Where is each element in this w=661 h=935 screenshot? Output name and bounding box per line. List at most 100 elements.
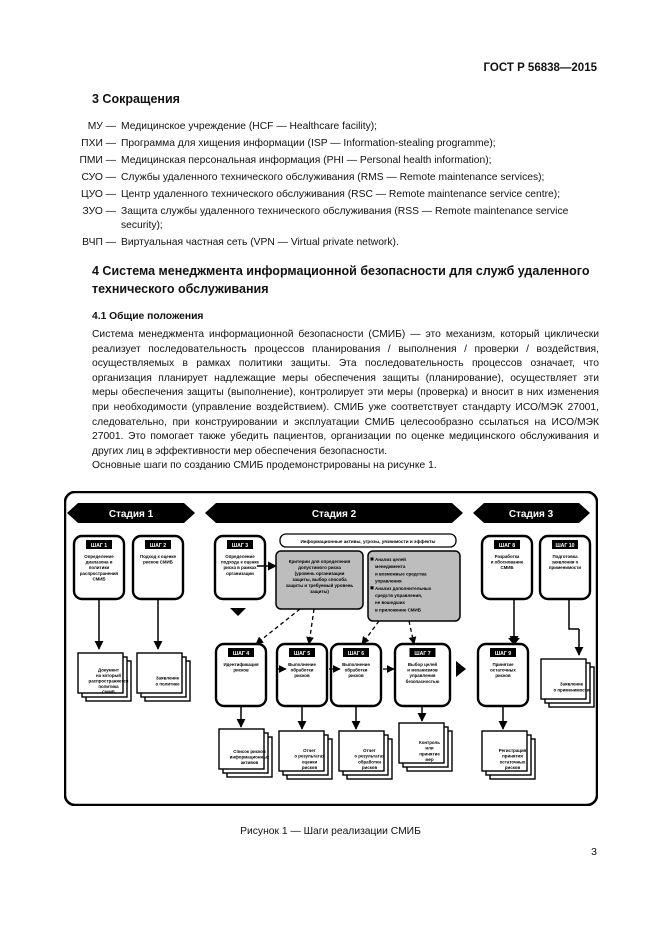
step-text: организации	[226, 571, 254, 576]
abbreviation-definition: Службы удаленного технического обслужива…	[121, 172, 545, 183]
stage-2-banner	[205, 503, 463, 523]
step-text: Подготовка	[552, 554, 578, 559]
step-text: применимости	[549, 565, 581, 570]
document-text: Список рисков	[233, 749, 266, 754]
paragraph-2: Основные шаги по созданию СМИБ продемонс…	[92, 460, 437, 472]
document-text: о результатах	[354, 754, 385, 759]
document-text: Регистрация	[499, 748, 527, 753]
criteria-text: защиты, выбор способа	[292, 576, 347, 582]
abbreviation-item: МУ —Медицинское учреждение (HCF — Health…	[60, 120, 606, 134]
criteria-text: допустимого риска	[298, 565, 341, 570]
bullet-icon	[370, 557, 374, 561]
step-box	[480, 534, 534, 601]
abbreviations-list: МУ —Медицинское учреждение (HCF — Health…	[60, 120, 606, 253]
abbreviation-term: ВЧП —	[82, 237, 116, 248]
step-label-bg	[145, 540, 171, 549]
document-text: Заявление	[560, 682, 584, 687]
document-text: остаточных	[500, 759, 526, 764]
controls-analysis-box	[367, 550, 461, 622]
document-text: оценки	[302, 759, 318, 764]
right-arrow-head	[456, 661, 466, 677]
document-text: рисков	[505, 765, 521, 770]
controls-analysis-text: Анализ целей	[375, 556, 406, 562]
step-text: Выбор целей	[408, 662, 438, 667]
abbreviation-term: ЗУО —	[82, 206, 116, 217]
stage-1-label: Стадия 1	[109, 509, 154, 520]
document-text: политика	[98, 684, 119, 689]
step-text: диапазона и	[86, 560, 113, 565]
document-text: Контроль	[419, 740, 440, 745]
document-text: рисков	[302, 765, 318, 770]
abbreviation-item: СУО — Службы удаленного технического обсл…	[60, 171, 606, 185]
step-label: ШАГ 7	[414, 651, 430, 657]
document-text: СМИБ	[102, 690, 115, 695]
step-text: обработки	[345, 668, 368, 673]
document-sheet	[481, 730, 528, 772]
down-arrow-head	[230, 608, 246, 616]
step-label-bg	[490, 648, 516, 657]
stage-3-banner	[473, 503, 590, 523]
step-text: СМИБ	[500, 565, 513, 570]
step-text: и обоснование	[491, 560, 524, 565]
document-text: о политике	[155, 681, 180, 686]
step-text: Принятие	[492, 662, 514, 667]
step-text: остаточных	[490, 668, 516, 673]
step-text: рисков	[495, 673, 511, 678]
step-label: ШАГ 10	[555, 543, 574, 549]
controls-analysis-text: управления	[375, 579, 402, 584]
document-sheet	[398, 722, 445, 764]
document-text: Отчет	[363, 748, 376, 753]
abbreviation-term: ПХИ —	[81, 138, 116, 149]
step-text: рисков	[233, 668, 249, 673]
step-label: ШАГ 9	[495, 651, 511, 657]
step-text: управления	[410, 673, 436, 678]
document-text: Отчет	[303, 748, 316, 753]
criteria-text: защиты и требуемый уровень	[286, 582, 354, 588]
step-label: ШАГ 2	[150, 543, 166, 549]
step-label: ШАГ 3	[232, 543, 248, 549]
document-text: активов	[241, 760, 259, 765]
step-label-bg	[289, 648, 315, 657]
abbreviation-definition: Медицинская персональная информация (PHI…	[121, 155, 492, 166]
abbreviation-item: ВЧП —Виртуальная частная сеть (VPN — Vir…	[60, 236, 606, 250]
step-label-bg	[343, 648, 369, 657]
step-label-bg	[228, 648, 254, 657]
controls-analysis-text: менеджмента	[375, 564, 406, 569]
step-text: рисков	[348, 673, 364, 678]
stage3-down-arrow	[508, 638, 520, 645]
document-sheet	[278, 730, 325, 772]
criteria-text: (уровень организации	[295, 571, 345, 576]
bullet-icon	[370, 586, 374, 590]
document-text: информационных	[230, 755, 270, 760]
info-assets-label: Информационные активы, угрозы, уязвимост…	[301, 538, 436, 544]
step-text: политики	[89, 565, 110, 570]
stage-3-label: Стадия 3	[509, 509, 554, 520]
step-text: распространения	[80, 571, 119, 576]
step-label-bg	[552, 540, 578, 549]
document-text: распространяется	[89, 679, 129, 684]
step-text: Определение	[84, 554, 114, 559]
step-text: рисков СМИБ	[143, 560, 173, 565]
document-text: обработки	[358, 759, 381, 764]
body-text: Система менеджмента информационной безоп…	[92, 328, 599, 474]
figure-caption: Рисунок 1 — Шаги реализации СМИБ	[240, 826, 421, 837]
step-text: Разработка	[495, 554, 520, 559]
step-label: ШАГ 5	[294, 651, 310, 657]
paragraph-1: Система менеджмента информационной безоп…	[92, 329, 599, 457]
step-text: и механизмов	[407, 668, 438, 673]
document-text: рисков	[362, 765, 378, 770]
abbreviation-definition: Медицинское учреждение (HCF — Healthcare…	[121, 121, 378, 132]
step-label: ШАГ 8	[499, 543, 515, 549]
step-label: ШАГ 4	[233, 651, 249, 657]
document-sheet	[338, 730, 385, 772]
document-sheet	[77, 652, 124, 694]
abbreviation-term: СУО —	[81, 172, 116, 183]
abbreviation-item: ПМИ —Медицинская персональная информация…	[60, 154, 606, 168]
document-sheet	[540, 658, 587, 700]
step-text: Выполнение	[288, 662, 316, 667]
step-label-bg	[227, 540, 253, 549]
section-3-title: 3 Сокращения	[92, 92, 180, 106]
abbreviation-item: ЦУО —Центр удаленного технического обслу…	[60, 188, 606, 202]
step-box	[538, 534, 592, 601]
step-text: Выполнение	[342, 662, 370, 667]
